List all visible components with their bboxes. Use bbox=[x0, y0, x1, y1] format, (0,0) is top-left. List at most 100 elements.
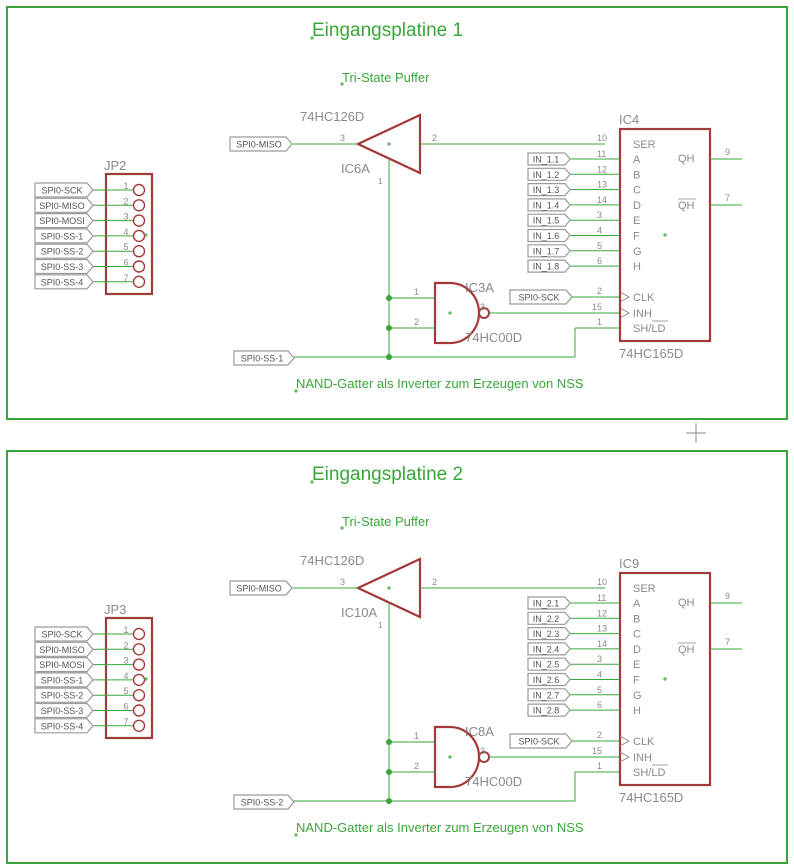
net-label-shape bbox=[34, 243, 94, 259]
net-label-text: IN_2.3 bbox=[533, 629, 560, 639]
shift-ref-label: IC9 bbox=[619, 556, 639, 571]
origin-marker-icon bbox=[144, 233, 148, 237]
origin-marker-icon bbox=[448, 311, 452, 315]
shift-pin-data: 14 bbox=[597, 639, 607, 649]
header-pin-number: 7 bbox=[123, 717, 128, 727]
net-label-text: IN_2.1 bbox=[533, 599, 560, 609]
shift-pin-ser: 10 bbox=[597, 577, 607, 587]
header-signal-label: SPI0-SS-3 bbox=[34, 258, 94, 275]
header-signal-label: SPI0-SS-4 bbox=[34, 274, 94, 290]
shift-pin-shld: 1 bbox=[597, 761, 602, 771]
net-label-text: IN_2.2 bbox=[533, 614, 560, 624]
net-label-miso: SPI0-MISO bbox=[229, 580, 293, 596]
input-net-label: IN_1.4 bbox=[527, 198, 571, 212]
header-pin-pad bbox=[132, 719, 146, 732]
net-label-text: SPI0-SS-4 bbox=[41, 277, 84, 287]
origin-marker-icon bbox=[340, 82, 344, 86]
shift-name-data: G bbox=[633, 246, 642, 258]
buffer-ref-label: IC10A bbox=[341, 605, 377, 620]
net-label-shape bbox=[527, 627, 571, 641]
clock-edge-icon bbox=[619, 751, 631, 763]
clock-edge-icon bbox=[619, 291, 631, 303]
shift-name-qhn: QH bbox=[678, 644, 695, 656]
shift-pin-data: 6 bbox=[597, 700, 602, 710]
net-label-shape bbox=[34, 182, 94, 198]
origin-marker-icon bbox=[340, 526, 344, 530]
net-label-text: SPI0-SS-3 bbox=[41, 706, 84, 716]
net-label-text: SPI0-MOSI bbox=[39, 216, 85, 226]
buffer-type-label: 74HC126D bbox=[300, 553, 364, 568]
buffer-ref-label: IC6A bbox=[341, 161, 370, 176]
header-pin-pad bbox=[132, 673, 146, 687]
shift-pin-data: 14 bbox=[597, 195, 607, 205]
header-body bbox=[104, 172, 154, 296]
shift-name-ser: SER bbox=[633, 583, 656, 595]
shift-pin-shld: 1 bbox=[597, 317, 602, 327]
net-label-text: SPI0-SS-3 bbox=[41, 262, 84, 272]
header-pin-pad bbox=[132, 658, 146, 671]
net-label-text: IN_2.5 bbox=[533, 660, 560, 670]
net-label-shape bbox=[527, 611, 571, 625]
header-signal-label: SPI0-SS-4 bbox=[34, 718, 94, 734]
origin-marker-icon bbox=[310, 480, 314, 484]
header-pin-pad bbox=[132, 627, 146, 641]
shift-pin-clk: 2 bbox=[597, 286, 602, 296]
header-signal-label: SPI0-MISO bbox=[34, 197, 94, 213]
net-label-text: SPI0-MISO bbox=[236, 584, 282, 594]
header-pin-pad bbox=[132, 704, 146, 717]
net-label-shape bbox=[527, 213, 571, 227]
shift-name-data: E bbox=[633, 215, 640, 227]
net-label-shape bbox=[34, 197, 94, 213]
shift-pin-data: 11 bbox=[597, 149, 606, 159]
shift-name-qh: QH bbox=[678, 597, 695, 609]
nand-type-label: 74HC00D bbox=[465, 774, 522, 789]
shift-name-data: A bbox=[633, 598, 641, 610]
shift-pin-data: 13 bbox=[597, 624, 607, 634]
buffer-pin-out: 2 bbox=[432, 133, 437, 143]
input-net-label: IN_1.6 bbox=[527, 228, 571, 243]
nand-ref-label: IC3A bbox=[465, 280, 494, 295]
net-label-shape bbox=[527, 672, 571, 687]
header-pin-number: 1 bbox=[123, 625, 128, 635]
shift-name-inh: INH bbox=[633, 752, 652, 764]
net-label-text: SPI0-SCK bbox=[518, 737, 559, 747]
shift-name-data: C bbox=[633, 185, 641, 197]
shift-name-qh: QH bbox=[678, 153, 695, 165]
nand-pin-a: 1 bbox=[414, 287, 419, 297]
shift-pin-data: 3 bbox=[597, 210, 602, 220]
net-label-text: IN_2.7 bbox=[533, 690, 560, 700]
shift-name-data: E bbox=[633, 659, 640, 671]
shift-name-data: F bbox=[633, 231, 640, 243]
input-net-label: IN_2.6 bbox=[527, 672, 571, 687]
shift-name-data: D bbox=[633, 644, 641, 656]
header-signal-label: SPI0-MOSI bbox=[34, 213, 94, 229]
header-signal-label: SPI0-SCK bbox=[34, 182, 94, 198]
header-pin-pad bbox=[132, 688, 146, 702]
header-pin-pad bbox=[132, 275, 146, 288]
origin-marker-icon bbox=[663, 233, 667, 237]
board-frame bbox=[6, 450, 788, 864]
net-label-text: IN_1.3 bbox=[533, 185, 560, 195]
net-label-shape bbox=[527, 657, 571, 671]
net-label-shape bbox=[527, 642, 571, 656]
board-title: Eingangsplatine 2 bbox=[312, 464, 463, 485]
shift-name-data: C bbox=[633, 629, 641, 641]
junction-dot bbox=[386, 295, 392, 301]
header-pin-number: 1 bbox=[123, 181, 128, 191]
net-label-text: SPI0-SS-1 bbox=[41, 231, 84, 241]
net-label-text: SPI0-MISO bbox=[39, 645, 85, 655]
shift-name-data: H bbox=[633, 261, 641, 273]
input-net-label: IN_2.2 bbox=[527, 611, 571, 625]
net-label-shape bbox=[527, 152, 571, 166]
header-pin-number: 5 bbox=[123, 242, 128, 252]
header-pin-number: 3 bbox=[123, 212, 128, 222]
net-label-shape bbox=[34, 718, 94, 734]
header-signal-label: SPI0-SS-2 bbox=[34, 687, 94, 703]
shift-name-clk: CLK bbox=[633, 736, 655, 748]
net-label-miso: SPI0-MISO bbox=[229, 136, 293, 152]
shift-pin-ser: 10 bbox=[597, 133, 607, 143]
junction-dot bbox=[386, 325, 392, 331]
net-label-text: IN_1.2 bbox=[533, 170, 560, 180]
net-label-text: SPI0-SS-2 bbox=[41, 691, 84, 701]
header-pin-number: 6 bbox=[123, 702, 128, 712]
